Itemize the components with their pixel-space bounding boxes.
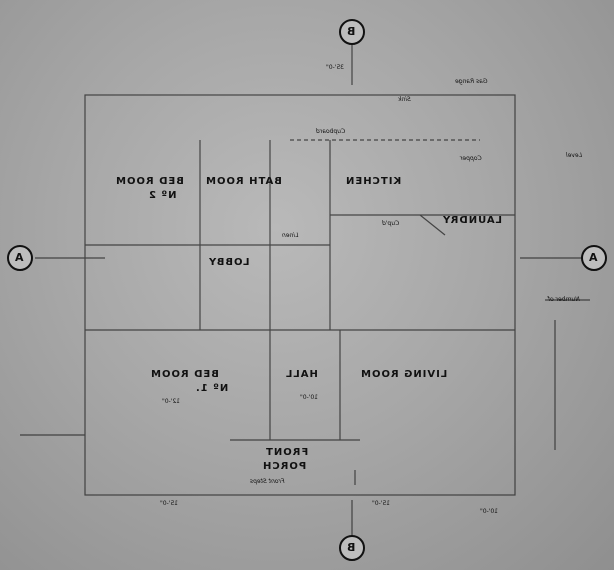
dimension-hall: 10'-0" — [300, 394, 319, 401]
room-label-front-porch-1: FRONT — [265, 447, 309, 458]
room-label-bedroom2-number: Nº 2 — [148, 190, 177, 201]
section-circle-b-bottom — [339, 535, 365, 561]
section-mark-a-left: A — [15, 251, 24, 264]
note-linen: Linen — [282, 232, 299, 239]
room-label-living-room: LIVING ROOM — [360, 369, 448, 380]
room-label-hall: HALL — [285, 369, 318, 380]
note-gas-range: Gas Range — [455, 78, 488, 85]
dimension-bedroom1: 12'-0" — [162, 398, 181, 405]
note-number-of: Number of — [548, 296, 580, 303]
note-laundry-cupd: Cup'd — [382, 220, 400, 227]
dimension-bottom-mid: 15'-0" — [372, 500, 391, 507]
section-circle-a-left — [7, 245, 33, 271]
dimension-bottom-right: 10'-0" — [480, 508, 499, 515]
room-label-bath: BATH ROOM — [205, 176, 282, 187]
outer-wall — [84, 94, 516, 496]
section-mark-b-top: B — [347, 25, 356, 38]
room-label-bedroom1: BED ROOM — [150, 369, 219, 380]
section-circle-a-right — [581, 245, 607, 271]
note-level: Level — [566, 152, 582, 159]
section-circle-b-top — [339, 19, 365, 45]
note-copper: Copper — [460, 155, 482, 162]
dimension-top: 35'-0" — [326, 64, 345, 71]
room-label-front-porch-2: PORCH — [262, 461, 307, 472]
room-label-lobby: LOBBY — [208, 257, 250, 268]
note-sink: Sink — [398, 96, 411, 103]
section-mark-a-right: A — [589, 251, 598, 264]
cupboard-arrow — [419, 214, 446, 236]
section-mark-b-bottom: B — [347, 541, 356, 554]
room-label-laundry: LAUNDRY — [442, 215, 502, 226]
room-label-bedroom1-number: Nº 1. — [195, 383, 229, 394]
room-label-bedroom2: BED ROOM — [115, 176, 184, 187]
note-cupboard: Cupboard — [316, 128, 346, 135]
note-front-steps: Front Steps — [250, 478, 285, 485]
room-label-kitchen: KITCHEN — [345, 176, 402, 187]
dimension-bottom-left: 15'-0" — [160, 500, 179, 507]
